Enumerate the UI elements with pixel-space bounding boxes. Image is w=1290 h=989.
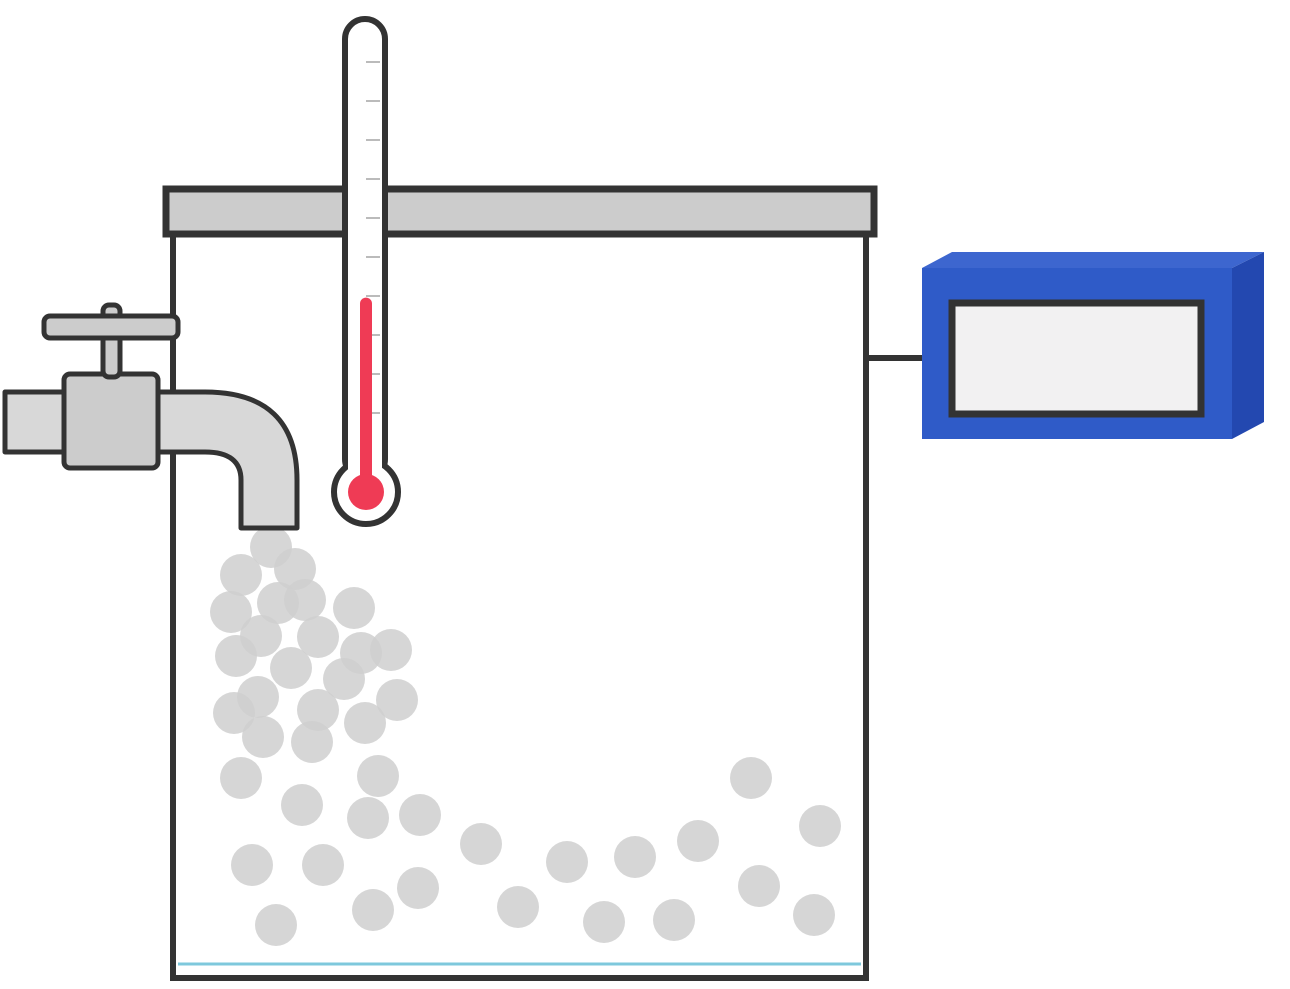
- gas-particle: [497, 886, 539, 928]
- gas-particle: [399, 794, 441, 836]
- thermometer-bulb-fluid: [348, 474, 384, 510]
- faucet-handle-bar: [41, 313, 181, 341]
- tank-wall: [170, 235, 869, 981]
- gas-particle: [352, 889, 394, 931]
- gas-particle: [583, 901, 625, 943]
- gas-particle: [255, 904, 297, 946]
- gas-particle: [213, 692, 255, 734]
- faucet-icon: [2, 302, 300, 531]
- gas-particle: [653, 899, 695, 941]
- faucet-valve-body: [61, 371, 161, 471]
- gas-particle: [546, 841, 588, 883]
- gas-particle: [291, 721, 333, 763]
- gas-particle: [614, 836, 656, 878]
- gas-particle: [284, 579, 326, 621]
- display-device-side-face: [1232, 252, 1264, 439]
- display-screen: [948, 299, 1205, 418]
- thermometer-fluid: [360, 297, 372, 492]
- gas-particle: [397, 867, 439, 909]
- thermometer-icon: [331, 16, 401, 527]
- gas-particle: [297, 616, 339, 658]
- gas-particle: [220, 554, 262, 596]
- gas-particle: [302, 844, 344, 886]
- gas-particle: [460, 823, 502, 865]
- gas-particle: [738, 865, 780, 907]
- display-device-top-face: [922, 252, 1264, 268]
- gas-particle: [376, 679, 418, 721]
- gas-particle: [370, 629, 412, 671]
- display-device-icon: [922, 252, 1264, 439]
- gas-particle: [357, 755, 399, 797]
- gas-particle: [220, 757, 262, 799]
- gas-particle: [215, 635, 257, 677]
- gas-particle: [270, 647, 312, 689]
- gas-particle: [730, 757, 772, 799]
- gas-particle: [297, 689, 339, 731]
- tank-lid: [162, 185, 878, 238]
- gas-particle: [333, 587, 375, 629]
- gas-particle: [210, 591, 252, 633]
- gas-particle: [231, 844, 273, 886]
- gas-particle: [799, 805, 841, 847]
- gas-particles: [210, 526, 841, 946]
- gas-particle: [281, 784, 323, 826]
- gas-particle: [793, 894, 835, 936]
- gas-particle: [344, 702, 386, 744]
- gas-particle: [242, 716, 284, 758]
- gas-particle: [347, 797, 389, 839]
- gas-particle: [677, 820, 719, 862]
- gas-particle: [323, 658, 365, 700]
